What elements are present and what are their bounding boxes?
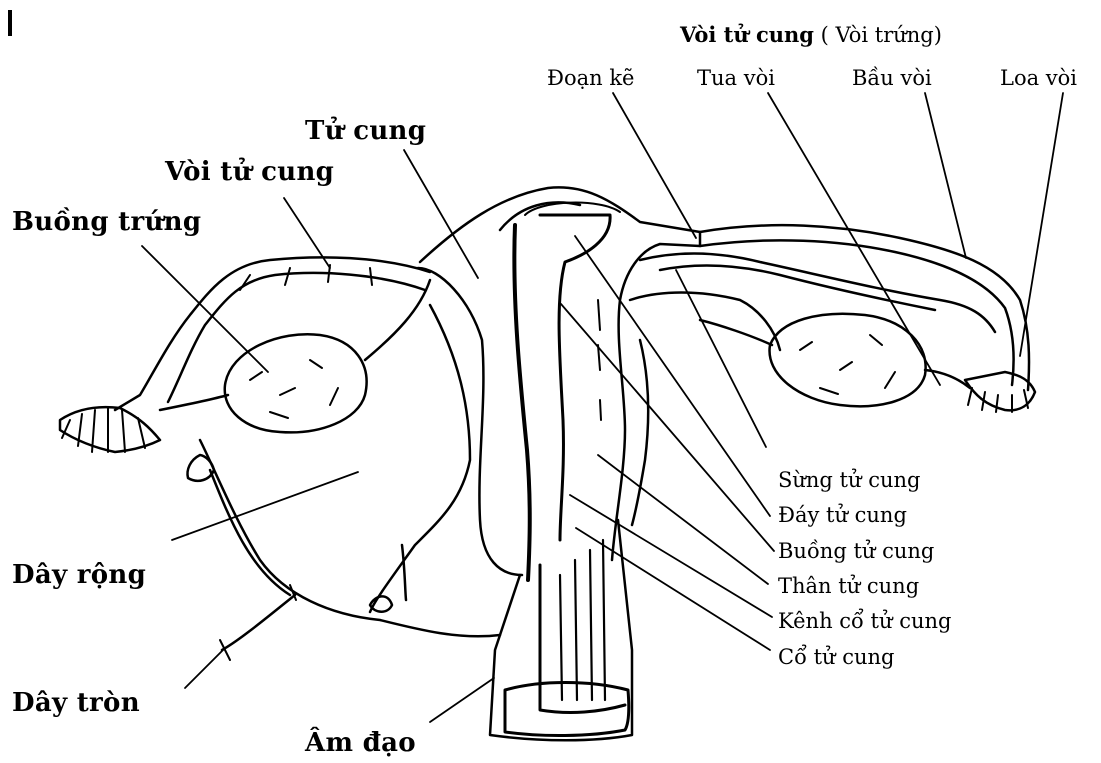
- label-voi-tu-cung: Vòi tử cung: [165, 157, 334, 187]
- label-co-tu-cung: Cổ tử cung: [778, 645, 894, 669]
- label-bau-voi: Bầu vòi: [852, 66, 932, 90]
- left-round-ligament: [188, 455, 393, 660]
- label-than-tu-cung: Thân tử cung: [778, 574, 919, 598]
- label-tua-voi: Tua vòi: [697, 66, 775, 90]
- label-kenh-co-tu-cung: Kênh cổ tử cung: [778, 609, 951, 633]
- label-day-tu-cung: Đáy tử cung: [778, 503, 907, 527]
- label-buong-trung: Buồng trứng: [12, 207, 201, 237]
- right-tube: [640, 225, 1035, 412]
- label-loa-voi: Loa vòi: [1000, 66, 1077, 90]
- label-day-rong: Dây rộng: [12, 560, 146, 590]
- right-ovary: [700, 314, 970, 407]
- tube-header-bold: Vòi tử cung: [680, 22, 814, 47]
- label-day-tron: Dây tròn: [12, 688, 140, 718]
- label-tu-cung: Tử cung: [305, 116, 426, 146]
- vagina-tube: [490, 520, 632, 740]
- tube-header-rest: ( Vòi trứng): [814, 23, 942, 47]
- tube-header: Vòi tử cung ( Vòi trứng): [680, 22, 942, 47]
- label-am-dao: Âm đạo: [305, 728, 416, 758]
- label-buong-tu-cung: Buồng tử cung: [778, 539, 934, 563]
- label-sung-tu-cung: Sừng tử cung: [778, 468, 920, 492]
- label-doan-ke: Đoạn kẽ: [547, 66, 634, 90]
